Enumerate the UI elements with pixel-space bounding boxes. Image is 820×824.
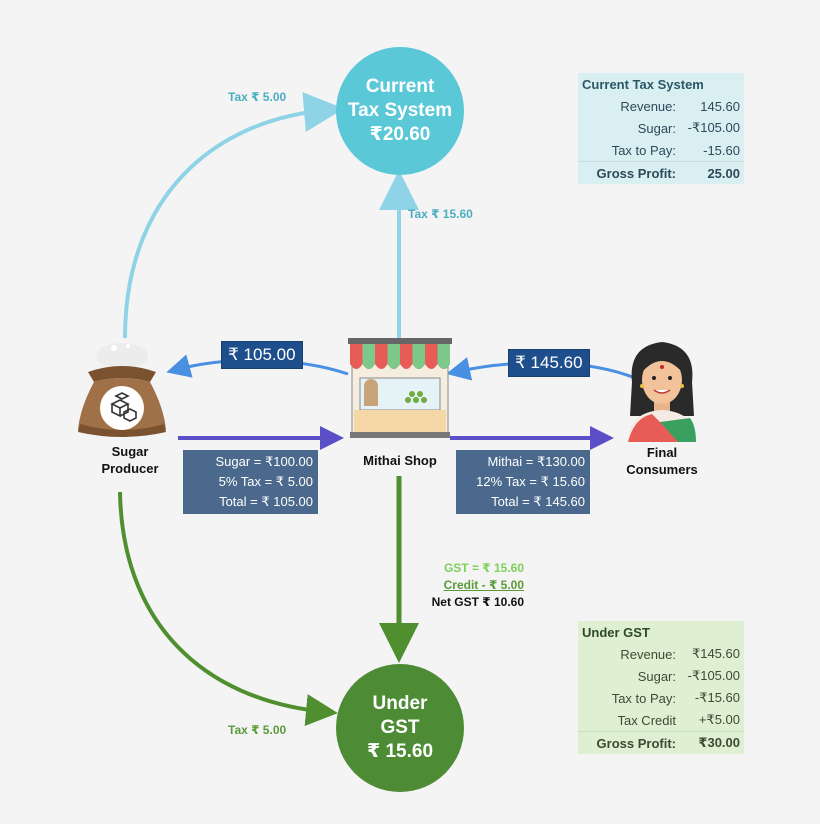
- current-tax-ledger: Current Tax System Revenue: 145.60 Sugar…: [578, 73, 744, 184]
- tax-label-producer-current: Tax ₹ 5.00: [228, 90, 287, 104]
- ledger-row-value: 145.60: [700, 98, 740, 114]
- producer-invoice-box: Sugar = ₹100.00 5% Tax = ₹ 5.00 Total = …: [183, 450, 318, 514]
- gst-amount: GST = ₹ 15.60: [443, 561, 524, 575]
- under-gst-title-2: GST: [380, 717, 420, 738]
- shop-invoice-box: Mithai = ₹130.00 12% Tax = ₹ 15.60 Total…: [456, 450, 590, 514]
- ledger-total-row: Gross Profit: 25.00: [578, 161, 744, 184]
- current-ledger-title: Current Tax System: [582, 77, 704, 92]
- ledger-row-value: +₹5.00: [698, 712, 740, 727]
- producer-invoice-line: Sugar = ₹100.00: [215, 454, 313, 469]
- ledger-row-value: ₹145.60: [691, 646, 740, 661]
- ledger-row-name: Sugar:: [637, 668, 676, 684]
- final-consumers-label: Final Consumers: [612, 444, 712, 478]
- shop-invoice-line: Mithai = ₹130.00: [487, 454, 585, 469]
- arrow-producer-to-current: [123, 92, 344, 339]
- ledger-row-name: Tax to Pay:: [611, 142, 676, 158]
- gst-calculation: GST = ₹ 15.60 Credit - ₹ 5.00 Net GST ₹ …: [410, 560, 524, 611]
- ledger-row: Tax Credit +₹5.00: [578, 709, 744, 731]
- ledger-row-value: -15.60: [703, 142, 740, 158]
- ledger-row-value: -₹105.00: [687, 668, 740, 683]
- ledger-total-row: Gross Profit: ₹30.00: [578, 731, 744, 754]
- sugar-producer-label: Sugar Producer: [80, 443, 180, 477]
- producer-invoice-line: 5% Tax = ₹ 5.00: [218, 474, 313, 489]
- final-consumers-label-1: Final: [646, 445, 678, 460]
- gst-ledger: Under GST Revenue: ₹145.60 Sugar: -₹105.…: [578, 621, 744, 754]
- ledger-total-value: 25.00: [707, 165, 740, 181]
- sugar-producer-label-1: Sugar: [111, 444, 149, 459]
- sugar-sack-icon: [78, 343, 166, 437]
- ledger-row: Sugar: -₹105.00: [578, 665, 744, 687]
- ledger-row: Tax to Pay: -15.60: [578, 139, 744, 161]
- sugar-producer-label-2: Producer: [101, 461, 159, 476]
- ledger-row-value: -₹15.60: [694, 690, 740, 705]
- ledger-row: Revenue: ₹145.60: [578, 643, 744, 665]
- under-gst-node: Under GST ₹ 15.60: [336, 664, 464, 792]
- shop-invoice-line: 12% Tax = ₹ 15.60: [476, 474, 585, 489]
- ledger-row-name: Revenue:: [620, 646, 676, 662]
- current-tax-system-node: Current Tax System ₹20.60: [336, 47, 464, 175]
- tax-label-producer-gst: Tax ₹ 5.00: [228, 723, 287, 737]
- current-tax-title-1: Current: [365, 76, 435, 97]
- shop-invoice-line: Total = ₹ 145.60: [491, 494, 585, 509]
- payment-tag-consumer-to-shop: ₹ 145.60: [508, 349, 590, 377]
- ledger-row-name: Tax to Pay:: [611, 690, 676, 706]
- ledger-row-name: Sugar:: [637, 120, 676, 136]
- consumer-woman-icon: [628, 342, 696, 442]
- mithai-shop-label: Mithai Shop: [363, 453, 437, 468]
- gst-ledger-title: Under GST: [582, 625, 650, 640]
- arrow-producer-to-gst: [118, 491, 338, 727]
- final-consumers-label-2: Consumers: [626, 462, 698, 477]
- ledger-total-value: ₹30.00: [698, 735, 740, 750]
- mithai-shop-icon: [348, 338, 452, 438]
- gst-net: Net GST ₹ 10.60: [431, 595, 524, 609]
- current-tax-title-2: Tax System: [347, 100, 453, 121]
- gst-credit: Credit - ₹ 5.00: [443, 578, 524, 592]
- ledger-total-name: Gross Profit:: [596, 735, 676, 751]
- ledger-total-name: Gross Profit:: [596, 165, 676, 181]
- producer-invoice-line: Total = ₹ 105.00: [219, 494, 313, 509]
- payment-tag-shop-to-producer: ₹ 105.00: [221, 341, 303, 369]
- under-gst-amount: ₹ 15.60: [366, 741, 434, 762]
- ledger-row-name: Tax Credit: [617, 712, 676, 728]
- ledger-row-value: -₹105.00: [687, 120, 740, 135]
- tax-label-shop-current: Tax ₹ 15.60: [408, 207, 473, 221]
- ledger-row: Tax to Pay: -₹15.60: [578, 687, 744, 709]
- under-gst-title-1: Under: [372, 693, 428, 714]
- ledger-row: Revenue: 145.60: [578, 95, 744, 117]
- current-tax-amount: ₹20.60: [369, 124, 431, 145]
- ledger-row: Sugar: -₹105.00: [578, 117, 744, 139]
- ledger-row-name: Revenue:: [620, 98, 676, 114]
